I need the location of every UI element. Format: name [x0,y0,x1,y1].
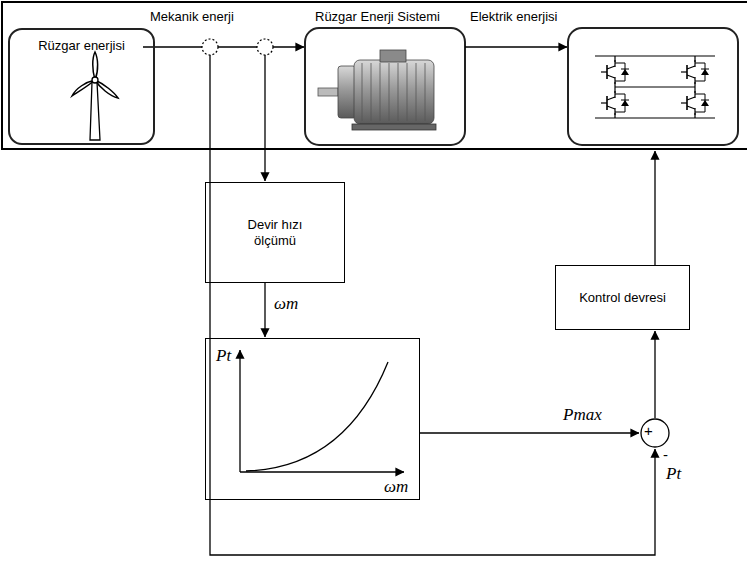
measurement-tap [202,39,218,55]
electrical-line [465,46,567,47]
node-text: ωm [384,478,408,496]
node-text: + [644,423,653,439]
motor-fin [416,63,417,121]
wind-energy-box: Rüzgar enerjisi [8,28,155,145]
signal-arrow [264,283,265,337]
summing-circle-outline [641,419,669,447]
motor-fin [380,63,381,121]
signal-arrow [420,432,639,433]
measurement-tap [257,39,273,55]
turbine-blade [93,52,98,80]
turbine-tower [90,82,100,140]
node-text: Devir hızı ölçümü [233,217,317,249]
process-box: Devir hızı ölçümü [205,182,345,283]
signal-label: Pmax [563,407,602,423]
ac-output [615,87,695,88]
motor-shaft [318,88,338,96]
process-box: Kontrol devresi [555,265,690,330]
motor-fin [425,63,426,121]
node-text: Rüzgar Enerji Sistemi [3,9,747,25]
flow-label: Mekanik enerji [150,9,234,25]
system-band: Rüzgar Enerji SistemiRüzgar enerjisi [1,1,747,150]
motor-feet [352,124,436,130]
inverter-bridge [595,56,715,118]
power-speed-curve-plot [240,350,404,472]
control-signal-line [654,151,655,265]
motor-fins [362,63,425,121]
motor-body [354,60,434,124]
igbt-symbol [681,60,709,84]
node-text: Rüzgar enerjisi [10,38,153,54]
connector-layer [265,283,655,433]
summing-junction: +- [640,418,670,448]
speed-signal-line [264,55,265,181]
curve-box: Pt ωm [205,338,420,500]
wind-turbine-icon [72,52,118,140]
motor-fin [389,63,390,121]
motor-fin [371,63,372,121]
turbine-blade [95,80,118,98]
generator-box [305,28,465,145]
node-text: - [663,447,668,463]
y-axis [239,350,240,472]
power-curve [246,362,388,471]
signal-arrow [654,331,655,418]
dc-rail [595,117,715,118]
signal-label: ωm [274,296,298,312]
node-text: Kontrol devresi [579,290,666,306]
generator-icon [318,50,436,130]
terminal-box [380,50,406,62]
motor-endcap [338,66,356,118]
motor-fin [398,63,399,121]
power-feedback-line [210,55,655,555]
flow-label: Elektrik enerjisi [470,9,557,25]
x-axis [240,471,404,472]
turbine-hub [92,77,98,83]
igbt-symbol [601,91,629,115]
signal-label: Pt [666,466,681,482]
motor-fin [362,63,363,121]
turbine-blade [72,80,95,96]
dc-rail [595,55,715,56]
motor-fin [407,63,408,121]
inverter-box [568,28,738,145]
igbt-symbol [681,91,709,115]
node-text: Pt [216,347,231,365]
igbt-symbol [601,60,629,84]
mechanical-shaft-line [143,46,304,47]
